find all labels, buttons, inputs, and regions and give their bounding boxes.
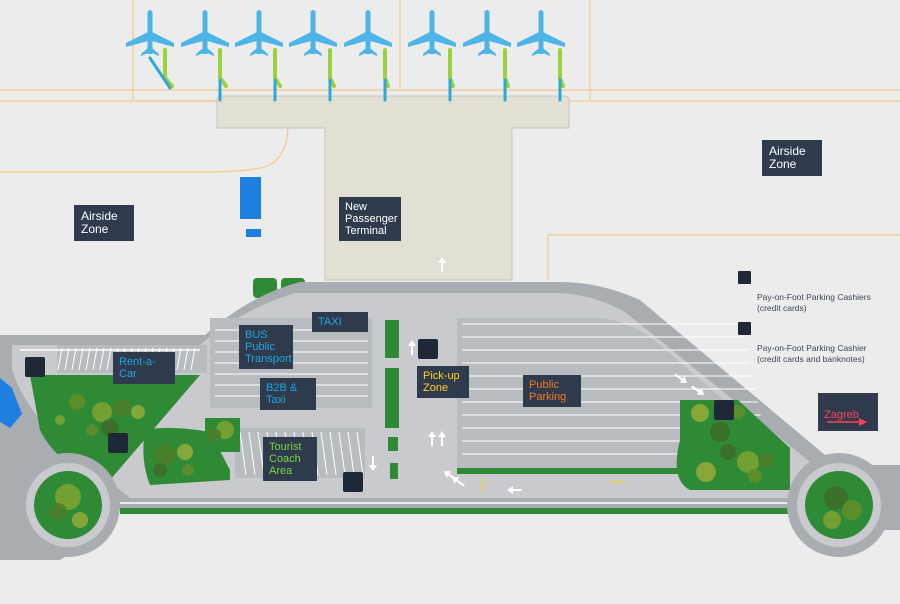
airplane-icon: [517, 10, 565, 56]
label-public-parking: Public Parking: [523, 375, 581, 407]
terminal-building: [216, 95, 570, 281]
legend-text-cashiers-card: Pay-on-Foot Parking Cashiers (credit car…: [757, 292, 871, 313]
tree: [92, 402, 112, 422]
parking-cashier-icon: [343, 472, 363, 492]
tree: [72, 512, 88, 528]
arrow-icon: [438, 257, 446, 272]
legend-text-cashier-card-cash: Pay-on-Foot Parking Cashier (credit card…: [757, 343, 867, 364]
airplane-icon: [289, 10, 337, 56]
arrow-icon: [507, 486, 522, 494]
airplane-icon: [235, 10, 283, 56]
traffic-arrows: [369, 257, 705, 494]
parking-stall-line: [329, 431, 337, 476]
zagreb-text: Zagreb: [824, 409, 859, 421]
label-rent-a-car: Rent-a-Car: [113, 352, 175, 384]
tree: [49, 503, 67, 521]
parking-cashier-icon: [714, 400, 734, 420]
label-taxi: TAXI: [312, 312, 368, 332]
parking-stall-line: [176, 347, 182, 371]
parking-cashier-icon: [108, 433, 128, 453]
arrow-icon: [691, 385, 705, 395]
tree: [824, 486, 848, 510]
tree: [69, 394, 85, 410]
tree: [823, 511, 841, 529]
parking-stall-line: [92, 347, 98, 371]
tree: [691, 404, 709, 422]
tree: [710, 422, 730, 442]
tree: [55, 484, 81, 510]
airplane-icon: [126, 10, 174, 56]
green-strips: [120, 468, 810, 514]
airplane-icon: [408, 10, 456, 56]
parking-stall-line: [320, 431, 328, 476]
road-dividers: [20, 349, 820, 504]
arrow-icon: [369, 456, 377, 471]
parking-stall-line: [57, 347, 63, 371]
parking-cashier-icon: [738, 271, 751, 284]
parking-stall-line: [338, 431, 346, 476]
airside-marker-small: [246, 229, 261, 237]
airplane-icon: [344, 10, 392, 56]
legend: Pay-on-Foot Parking Cashiers (credit car…: [738, 270, 898, 372]
tree: [154, 444, 176, 466]
arrow-icon: [428, 431, 436, 446]
tree: [842, 500, 862, 520]
parking-stall-line: [239, 431, 247, 476]
airplane-group: [126, 10, 565, 56]
airside-marker: [240, 177, 261, 219]
label-airside-zone-right: Airside Zone: [762, 140, 822, 176]
arrow-icon: [408, 340, 416, 355]
tree: [113, 399, 131, 417]
parking-stall-line: [183, 347, 189, 371]
tree: [731, 405, 745, 419]
parking-stall-line: [248, 431, 256, 476]
airplane-icon: [463, 10, 511, 56]
legend-item-cashier-card-cash: Pay-on-Foot Parking Cashier (credit card…: [738, 321, 898, 365]
right-arrow-icon: [827, 418, 867, 426]
parking-stall-line: [78, 347, 84, 371]
arrow-icon: [451, 477, 465, 487]
tree: [182, 464, 194, 476]
jet-bridges: [148, 48, 565, 102]
parking-stall-line: [71, 347, 77, 371]
airplane-icon: [181, 10, 229, 56]
tree: [696, 462, 716, 482]
label-tourist-coach-area: Tourist Coach Area: [263, 437, 317, 481]
tree: [153, 463, 167, 477]
arrow-icon: [438, 431, 446, 446]
parking-cashier-cash-icon: [418, 339, 438, 359]
tree: [131, 405, 145, 419]
tree: [55, 415, 65, 425]
label-pick-up-zone: Pick-up Zone: [417, 366, 469, 398]
tree: [101, 419, 119, 437]
parking-stall-line: [347, 431, 355, 476]
parking-stall-line: [106, 347, 112, 371]
parking-stall-line: [85, 347, 91, 371]
label-bus-public-transport: BUS Public Transport: [239, 325, 293, 369]
label-airside-zone-left: Airside Zone: [74, 205, 134, 241]
trees: [49, 394, 862, 529]
water-feature: [0, 378, 22, 428]
parking-stall-line: [356, 431, 364, 476]
label-zagreb-direction: Zagreb: [818, 393, 878, 431]
parking-stall-line: [99, 347, 105, 371]
yellow-markings: [482, 478, 625, 492]
label-new-passenger-terminal: New Passenger Terminal: [339, 197, 401, 241]
tree: [758, 452, 774, 468]
parking-cashier-cash-icon: [738, 322, 751, 335]
tree: [207, 428, 221, 442]
arrow-icon: [674, 373, 688, 383]
tree: [86, 424, 98, 436]
tree: [737, 451, 759, 473]
label-b2b-taxi: B2B & Taxi: [260, 378, 316, 410]
parking-cashier-icon: [25, 357, 45, 377]
tree: [177, 444, 193, 460]
parking-stall-line: [64, 347, 70, 371]
tree: [720, 444, 736, 460]
legend-item-cashiers-card: Pay-on-Foot Parking Cashiers (credit car…: [738, 270, 898, 314]
parking-stall-line: [190, 347, 196, 371]
tree: [748, 469, 762, 483]
